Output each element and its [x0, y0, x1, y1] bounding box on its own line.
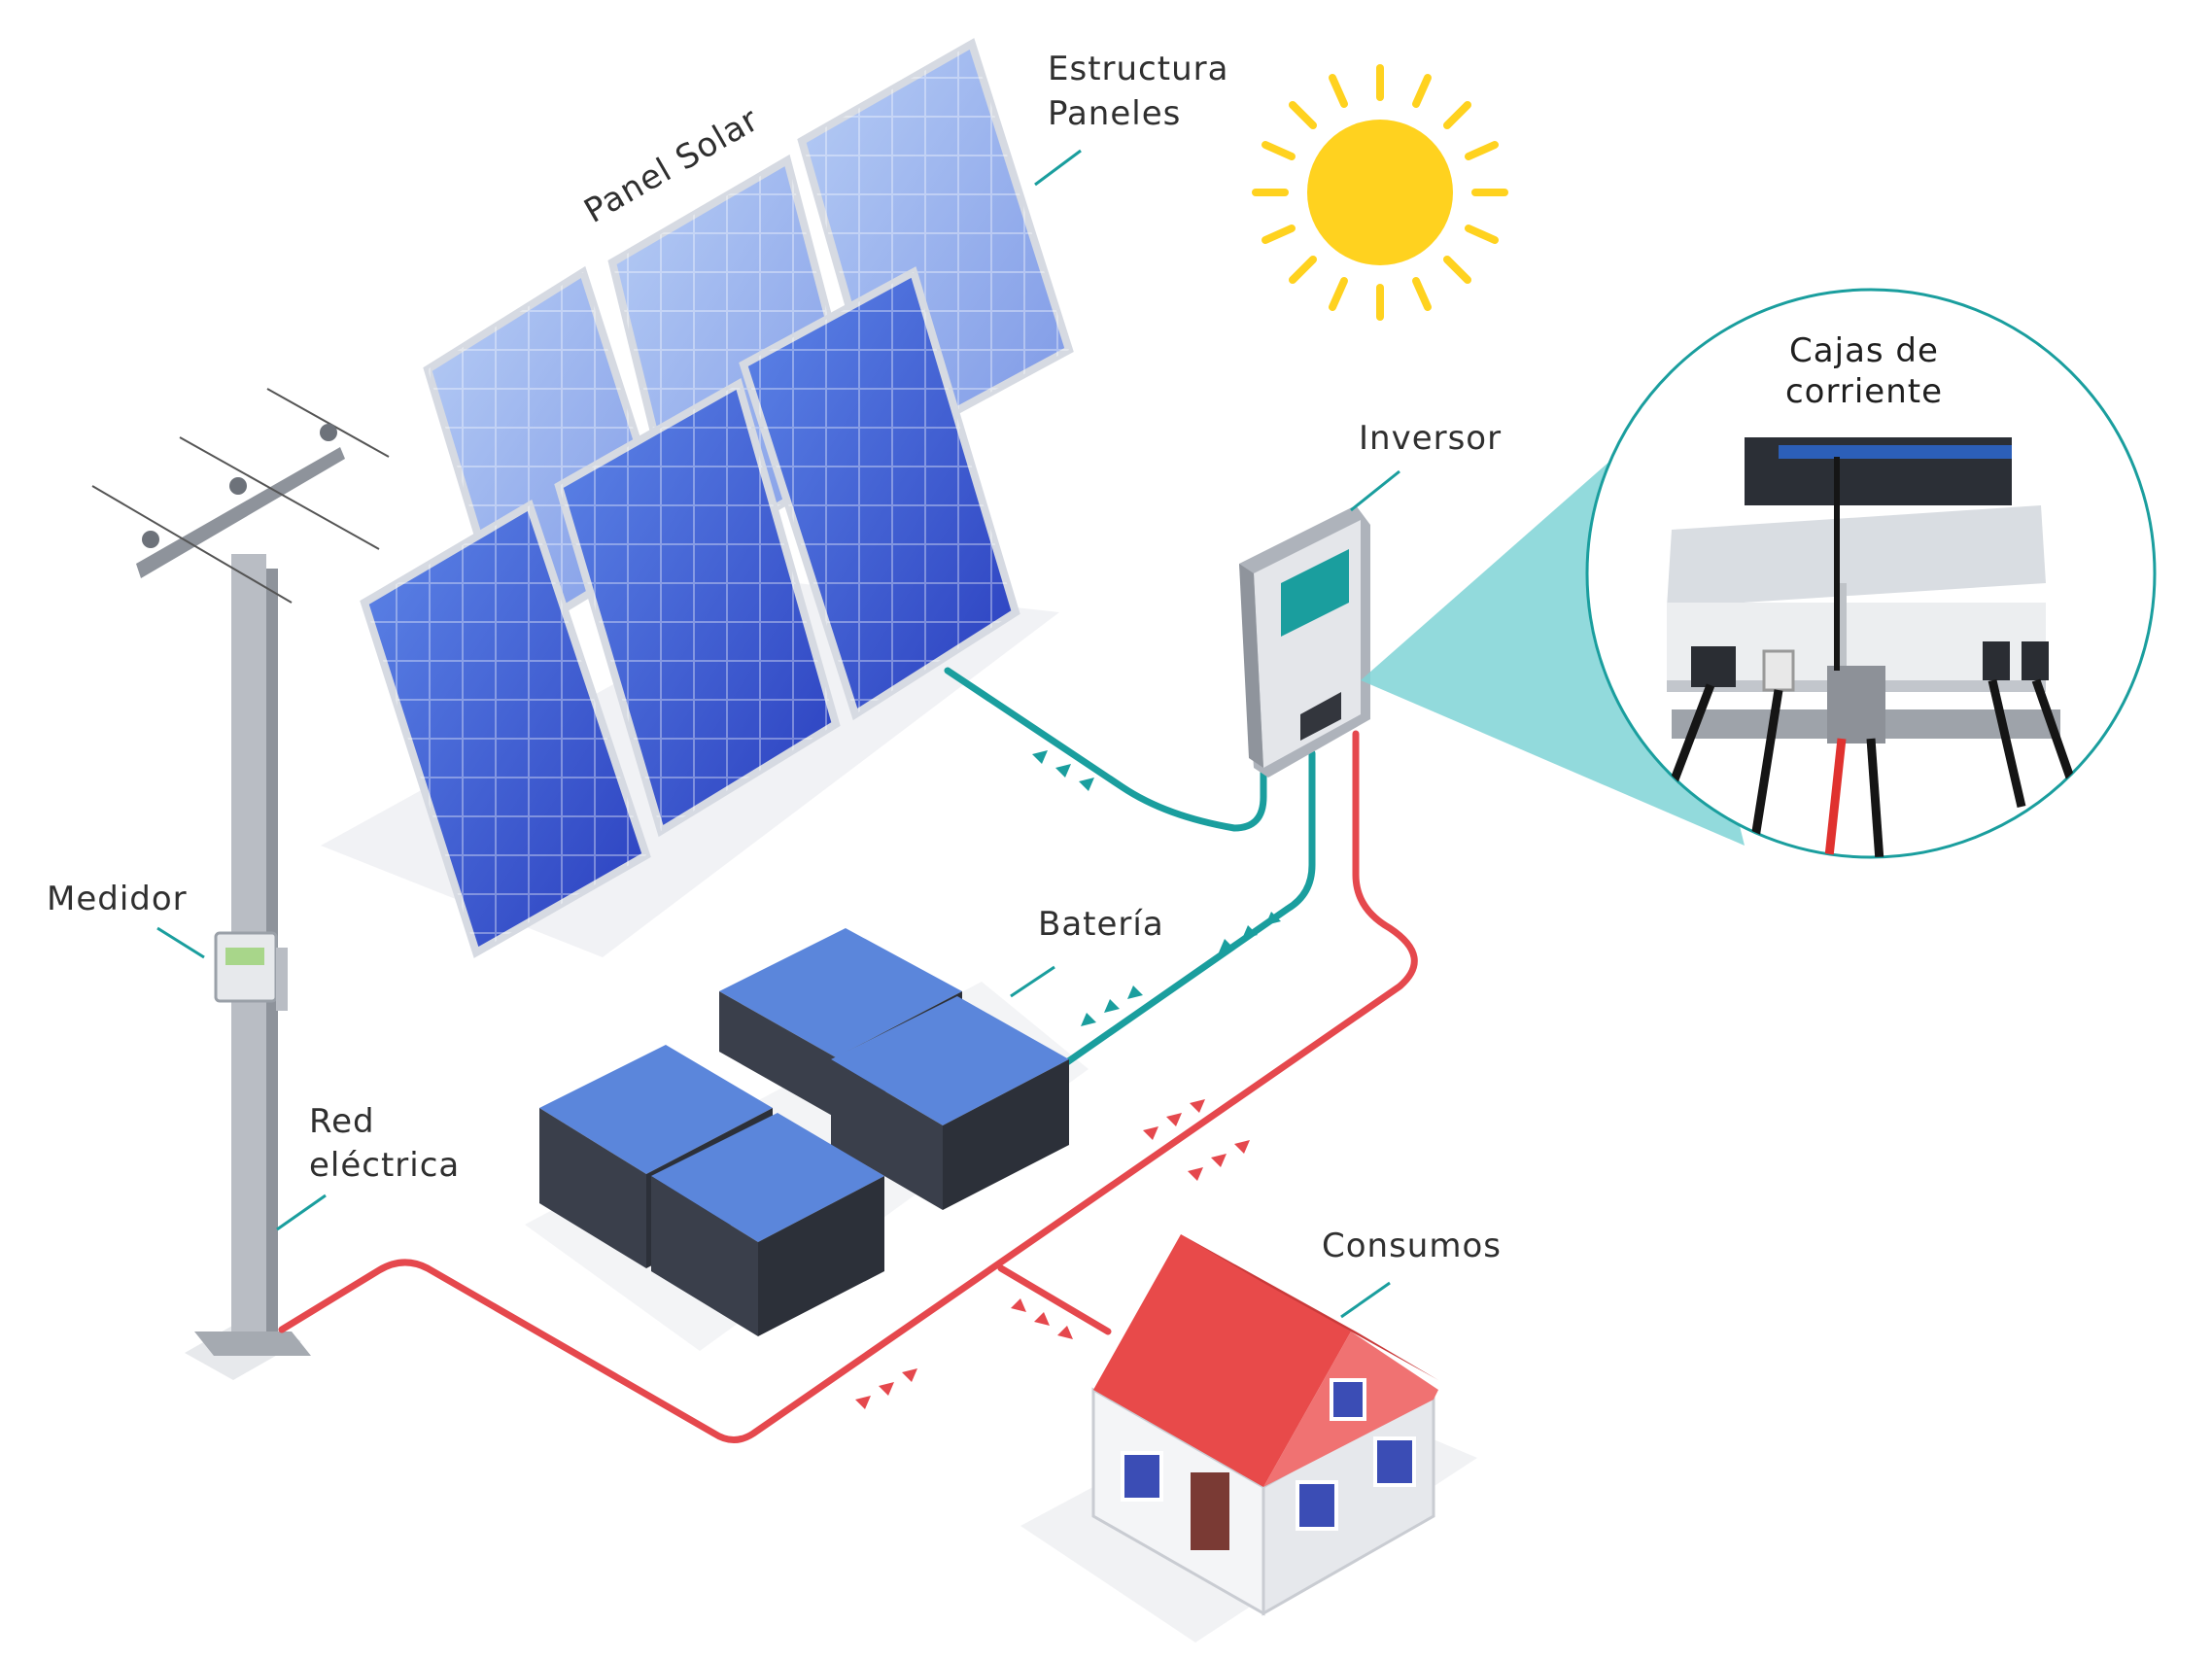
- inverter: [1239, 505, 1370, 778]
- house: [1091, 1234, 1438, 1616]
- ac-line-to-house: [997, 1264, 1112, 1335]
- dc-line-battery-inverter: [1060, 749, 1316, 1068]
- label-red-line2: eléctrica: [309, 1146, 460, 1185]
- label-estructura-line2: Paneles: [1048, 94, 1181, 133]
- label-estructura-line1: Estructura: [1048, 50, 1228, 88]
- solar-panel-array: [360, 38, 1074, 958]
- label-bateria: Batería: [1038, 905, 1164, 944]
- label-red-line1: Red: [309, 1102, 375, 1141]
- label-consumos: Consumos: [1322, 1227, 1502, 1265]
- battery-4: [651, 1113, 884, 1336]
- dc-flow-arrows-2: [1081, 912, 1281, 1026]
- ac-line-inverter-grid: [278, 730, 1418, 1443]
- solar-panel-front-3: [739, 266, 1020, 721]
- solar-panel-front-2: [554, 378, 841, 838]
- ac-flow-arrows: [855, 1099, 1250, 1409]
- label-medidor: Medidor: [47, 880, 188, 918]
- solar-panel-front-1: [360, 500, 651, 958]
- label-cajas-line1: Cajas de: [1789, 331, 1939, 370]
- battery-bank: [539, 928, 1069, 1336]
- callout-cajas-de-corriente: [1361, 288, 2157, 859]
- utility-pole: [91, 388, 390, 1356]
- leader-lines: [156, 149, 1400, 1319]
- battery-2: [831, 996, 1069, 1210]
- current-box-photo: [1667, 437, 2075, 857]
- dc-line-panels-inverter: [944, 667, 1267, 832]
- label-cajas-line2: corriente: [1785, 372, 1943, 411]
- sun-icon: [1252, 64, 1508, 321]
- dc-flow-arrows-1: [1032, 750, 1094, 791]
- electric-meter: [214, 931, 288, 1011]
- label-inversor: Inversor: [1359, 419, 1502, 458]
